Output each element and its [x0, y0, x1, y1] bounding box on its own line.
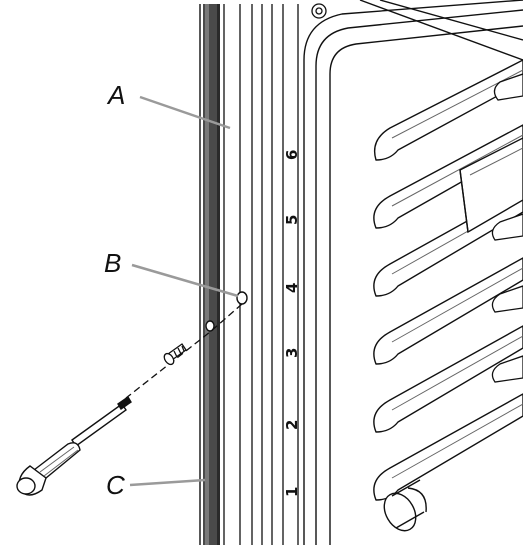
rack-number-label: 6 — [283, 150, 301, 160]
rack-number-label: 1 — [283, 487, 301, 497]
rack-rail — [373, 325, 523, 433]
screw-hole — [205, 320, 215, 332]
top-fastener-icon — [311, 3, 327, 19]
rack-rail — [373, 124, 523, 229]
callout-leader-b — [131, 263, 239, 298]
rack-rail — [373, 257, 523, 365]
rack-rail — [373, 393, 523, 501]
callout-leader-c — [129, 478, 206, 487]
callout-label-c: C — [106, 470, 125, 500]
rack-number-label: 5 — [283, 215, 301, 225]
rack-number-label: 4 — [283, 283, 301, 293]
rack-roller-icon — [383, 479, 427, 532]
oven-side-frame — [223, 4, 299, 545]
rack-number-label: 2 — [283, 420, 301, 430]
screw-hole — [236, 291, 248, 305]
rack-position-labels: 6 5 4 3 2 1 — [283, 150, 301, 497]
screwdriver-icon — [16, 395, 132, 496]
callout-leaders — [129, 95, 239, 487]
oven-cavity-opening — [303, 0, 523, 545]
callout-label-a: A — [106, 80, 125, 110]
callout-label-b: B — [104, 248, 121, 278]
side-trim-strip — [199, 4, 220, 545]
assembly-dashed-line — [125, 303, 243, 399]
rack-number-label: 3 — [283, 348, 301, 358]
rack-rails — [373, 59, 523, 501]
screw-icon — [163, 343, 187, 366]
callout-leader-a — [139, 95, 231, 130]
rack-support-tabs — [491, 73, 523, 383]
shelf-bracket — [459, 137, 523, 234]
